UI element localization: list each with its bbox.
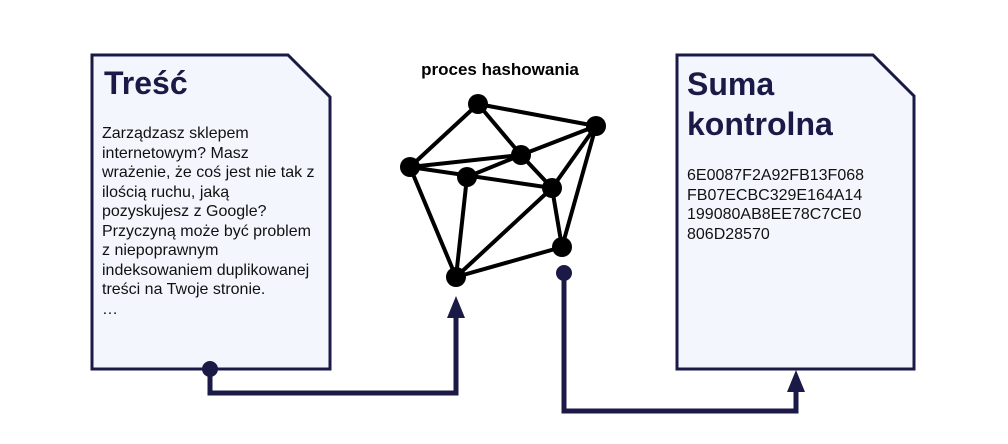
graph-node xyxy=(586,116,606,136)
hash-graph xyxy=(400,94,606,287)
graph-edge xyxy=(476,102,523,157)
graph-edge xyxy=(550,124,598,190)
graph-node xyxy=(511,145,531,165)
graph-node xyxy=(542,178,562,198)
input-document-title: Treść xyxy=(104,65,188,101)
graph-edge xyxy=(476,102,598,128)
arrow-up-icon xyxy=(787,370,805,392)
graph-edge xyxy=(408,153,523,169)
graph-node xyxy=(446,267,466,287)
graph-edge xyxy=(454,186,554,279)
process-label: proces hashowania xyxy=(421,60,579,79)
output-document-page xyxy=(675,53,916,371)
checksum-value: 6E0087F2A92FB13F068 FB07ECBC329E164A14 1… xyxy=(687,167,865,243)
output-document-title: Suma kontrolna xyxy=(687,66,833,142)
graph-node xyxy=(552,237,572,257)
input-document-page xyxy=(90,53,332,371)
graph-edge xyxy=(408,165,554,190)
graph-node xyxy=(457,167,477,187)
graph-edge xyxy=(454,175,469,279)
connector-process-to-output xyxy=(561,273,799,414)
input-document-text: Zarządzasz sklepem internetowym? Masz wr… xyxy=(102,125,315,318)
graph-edge xyxy=(454,245,564,279)
connector-input-to-process xyxy=(207,318,459,396)
graph-edge xyxy=(408,165,458,279)
graph-edge xyxy=(519,124,598,157)
graph-node xyxy=(468,94,488,114)
graph-edge xyxy=(560,124,598,249)
connector-start-dot xyxy=(556,265,572,281)
graph-node xyxy=(400,157,420,177)
graph-edge xyxy=(408,102,480,169)
connector-start-dot xyxy=(202,361,218,377)
arrow-up-icon xyxy=(447,296,465,318)
